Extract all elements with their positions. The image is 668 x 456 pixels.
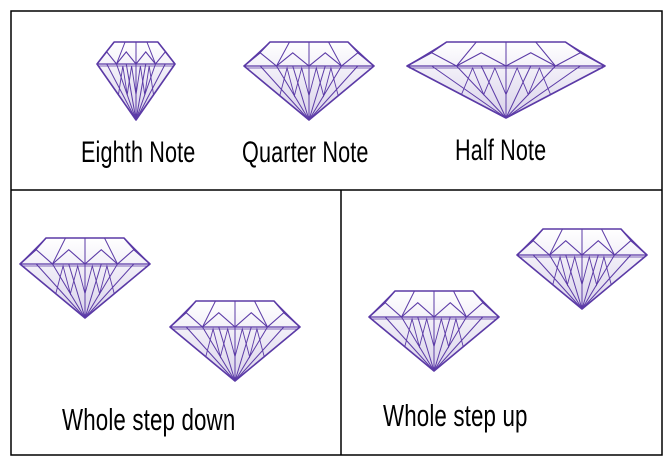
down-diamond-low <box>170 301 300 381</box>
up-diamond-high <box>517 229 647 309</box>
quarter-note-diamond <box>244 42 374 120</box>
whole-step-up-label: Whole step up <box>383 400 528 431</box>
diamond-group <box>20 42 647 381</box>
half-note-label: Half Note <box>455 136 546 166</box>
eighth-note-diamond <box>97 42 175 120</box>
down-diamond-high <box>20 238 150 318</box>
whole-step-down-label: Whole step down <box>62 404 235 435</box>
half-note-diamond <box>407 42 605 118</box>
quarter-note-label: Quarter Note <box>242 138 369 168</box>
up-diamond-low <box>369 291 499 371</box>
eighth-note-label: Eighth Note <box>81 138 195 168</box>
